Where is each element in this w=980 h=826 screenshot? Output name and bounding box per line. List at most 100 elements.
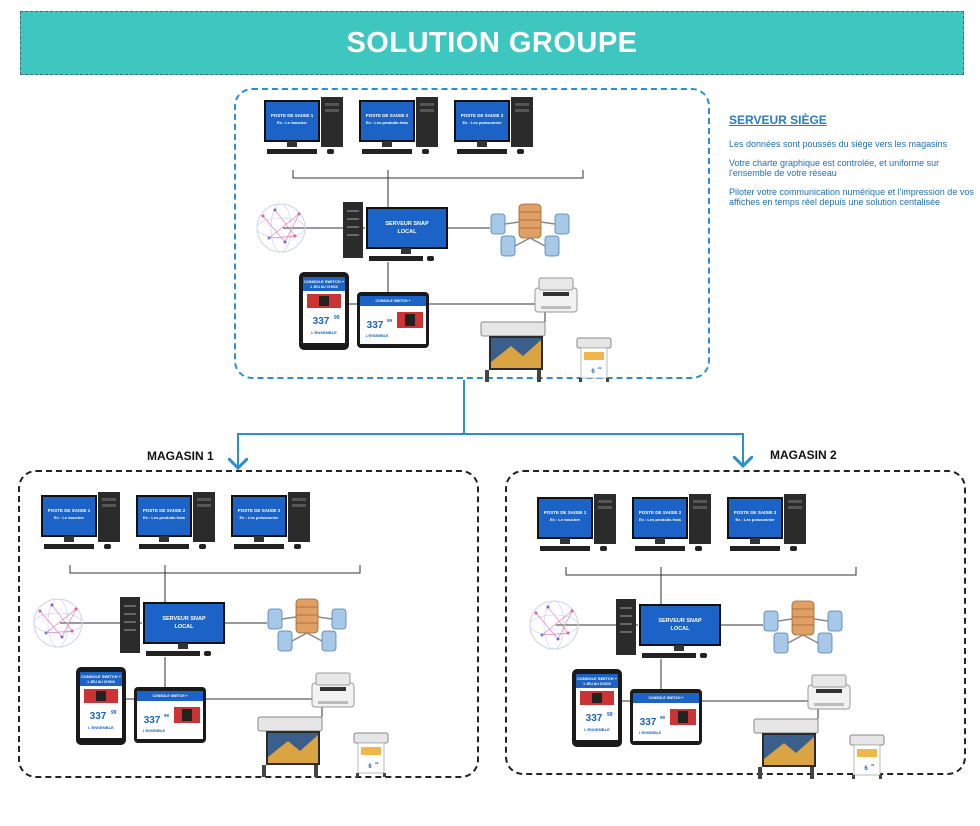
tablet-subtitle: 1 JEU AU CHOIX [583, 682, 611, 686]
workstation-title: POSTE DE SAISIE 2 [639, 510, 682, 515]
workstation-title: POSTE DE SAISIE 1 [271, 113, 314, 118]
tablet-cents: 99 [111, 710, 117, 716]
large-format-plotter-icon [480, 321, 546, 384]
network-diagram: POSTE DE SAISIE 1 Ex : Le boucher POSTE … [256, 97, 612, 388]
tablet-subtitle: 1 JEU AU CHOIX [87, 680, 115, 684]
screen-title: CONSOLE SWITCH + [152, 694, 187, 698]
local-server: SERVEUR SNAP LOCAL [616, 599, 721, 658]
tablet-price: 337 [586, 713, 603, 724]
workstation-title: POSTE DE SAISIE 1 [48, 508, 91, 513]
poster-printer-icon: 6 99 [849, 734, 885, 785]
local-server: SERVEUR SNAP LOCAL [120, 597, 225, 656]
screen-footer: L'ENSEMBLE [143, 729, 166, 733]
hq-to-store-2-line [464, 433, 743, 466]
network-globe-icon [33, 598, 83, 648]
workstation-icon [359, 100, 415, 142]
poster-printer-icon: 6 99 [576, 337, 612, 388]
store-1-network: POSTE DE SAISIE 1 Ex : Le boucher POSTE … [32, 487, 452, 783]
tablet-subtitle: 1 JEU AU CHOIX [310, 285, 338, 289]
hq-info-paragraph: Votre charte graphique est controlée, et… [729, 158, 940, 178]
page-title: SOLUTION GROUPE [346, 26, 638, 59]
workstation-2: POSTE DE SAISIE 2 Ex : Les produits frai… [359, 97, 438, 154]
store-2-label: MAGASIN 2 [770, 448, 837, 462]
store-1-label: MAGASIN 1 [147, 449, 214, 463]
workstation-title: POSTE DE SAISIE 2 [143, 508, 186, 513]
workstation-subtitle: Ex : Les produits frais [143, 515, 186, 520]
database-cluster-icon [490, 203, 570, 257]
workstation-subtitle: Ex : Les produits frais [366, 120, 409, 125]
workstation-1: POSTE DE SAISIE 1 Ex : Le boucher [41, 492, 120, 549]
server-subtitle: LOCAL [671, 626, 691, 632]
screen-footer: L'ENSEMBLE [366, 334, 389, 338]
tablet-title: CONSOLE SWITCH + [81, 674, 122, 679]
screen-cents: 99 [387, 318, 393, 323]
workstation-subtitle: Ex : Le boucher [550, 517, 580, 522]
hq-network: POSTE DE SAISIE 1 Ex : Le boucher POSTE … [255, 92, 675, 388]
workstation-subtitle: Ex : Le boucher [277, 120, 307, 125]
large-format-plotter-icon [257, 716, 323, 779]
network-diagram: POSTE DE SAISIE 1 Ex : Le boucher POSTE … [33, 492, 389, 783]
poster-printer-icon: 6 99 [353, 732, 389, 783]
network-globe-icon [529, 600, 579, 650]
workstation-icon [454, 100, 510, 142]
tablet-title: CONSOLE SWITCH + [577, 676, 618, 681]
workstation-title: POSTE DE SAISIE 2 [366, 113, 409, 118]
workstation-1: POSTE DE SAISIE 1 Ex : Le boucher [264, 97, 343, 154]
workstation-3: POSTE DE SAISIE 3 Ex : Les poissonnier [454, 97, 533, 154]
workstation-subtitle: Ex : Les poissonnier [462, 120, 502, 125]
server-icon [616, 599, 636, 655]
laser-printer-icon [807, 674, 851, 710]
screen-title: CONSOLE SWITCH + [648, 696, 683, 700]
title-banner: SOLUTION GROUPE [20, 11, 964, 75]
tablet-footer: L'ENSEMBLE [88, 725, 114, 730]
server-subtitle: LOCAL [175, 624, 195, 630]
workstation-2: POSTE DE SAISIE 2 Ex : Les produits frai… [136, 492, 215, 549]
database-cluster-icon [763, 600, 843, 654]
tablet-cents: 99 [334, 315, 340, 321]
large-format-plotter-icon [753, 718, 819, 781]
poster-price: 6 [368, 764, 372, 770]
workstation-subtitle: Ex : Le boucher [54, 515, 84, 520]
hq-info-paragraph: Piloter votre communication numérique et… [729, 187, 974, 207]
digital-tablet-icon: CONSOLE SWITCH + 1 JEU AU CHOIX 337 99 L… [299, 272, 349, 350]
poster-cents: 99 [375, 761, 379, 765]
store-1-group [18, 470, 479, 778]
server-icon [343, 202, 363, 258]
hq-server-group [234, 88, 710, 379]
workstation-icon [136, 495, 192, 537]
screen-footer: L'ENSEMBLE [639, 731, 662, 735]
workstation-title: POSTE DE SAISIE 3 [461, 113, 504, 118]
digital-screen-icon: CONSOLE SWITCH + 337 99 L'ENSEMBLE [357, 292, 429, 348]
screen-title: CONSOLE SWITCH + [375, 299, 410, 303]
screen-cents: 99 [164, 713, 170, 718]
server-icon [120, 597, 140, 653]
store-2-group [505, 470, 966, 775]
workstation-title: POSTE DE SAISIE 3 [238, 508, 281, 513]
workstation-3: POSTE DE SAISIE 3 Ex : Les poissonnier [727, 494, 806, 551]
hq-to-stores-line [238, 380, 465, 468]
network-diagram: POSTE DE SAISIE 1 Ex : Le boucher POSTE … [529, 494, 885, 785]
workstation-subtitle: Ex : Les poissonnier [239, 515, 279, 520]
laser-printer-icon [311, 672, 355, 708]
network-globe-icon [256, 203, 306, 253]
hq-info-paragraph: Les données sont poussés du siège vers l… [729, 139, 948, 149]
server-title: SERVEUR SNAP [385, 221, 429, 227]
workstation-2: POSTE DE SAISIE 2 Ex : Les produits frai… [632, 494, 711, 551]
screen-cents: 99 [660, 715, 666, 720]
workstation-subtitle: Ex : Les poissonnier [735, 517, 775, 522]
hq-info-heading: SERVEUR SIÈGE [729, 113, 827, 127]
screen-price: 337 [144, 715, 161, 726]
poster-cents: 99 [871, 763, 875, 767]
tablet-title: CONSOLE SWITCH + [304, 279, 345, 284]
server-title: SERVEUR SNAP [162, 616, 206, 622]
workstation-title: POSTE DE SAISIE 3 [734, 510, 777, 515]
digital-tablet-icon: CONSOLE SWITCH + 1 JEU AU CHOIX 337 99 L… [76, 667, 126, 745]
tablet-footer: L'ENSEMBLE [584, 727, 610, 732]
tablet-footer: L'ENSEMBLE [311, 330, 337, 335]
server-title: SERVEUR SNAP [658, 618, 702, 624]
laser-printer-icon [534, 277, 578, 313]
hq-info-panel: SERVEUR SIÈGE Les données sont poussés d… [729, 113, 974, 216]
digital-screen-icon: CONSOLE SWITCH + 337 99 L'ENSEMBLE [134, 687, 206, 743]
digital-screen-icon: CONSOLE SWITCH + 337 99 L'ENSEMBLE [630, 689, 702, 745]
tablet-price: 337 [90, 711, 107, 722]
